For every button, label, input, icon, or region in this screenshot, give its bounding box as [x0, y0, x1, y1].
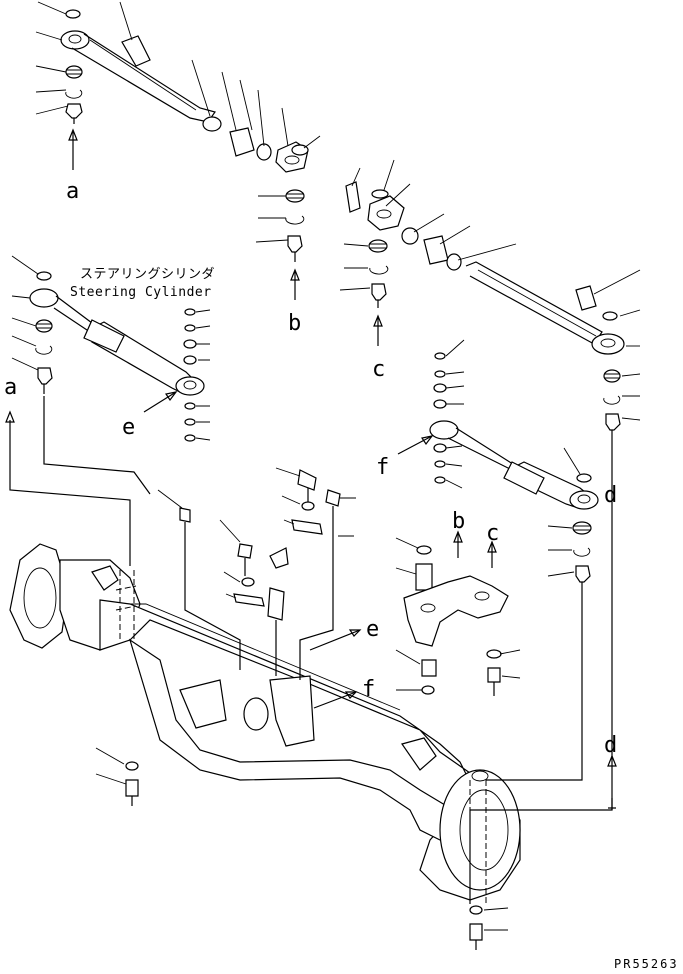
callout-b-center: b	[452, 509, 465, 534]
drawing-code: PR55263	[614, 957, 679, 971]
callout-f-lower: f	[362, 677, 375, 702]
caption-english: Steering Cylinder	[70, 285, 212, 300]
ball-joint-stack-a	[65, 9, 83, 170]
leader-lines-top-left	[35, 1, 289, 147]
ball-joint-stack-b	[255, 135, 321, 300]
pitman-arm	[395, 530, 521, 696]
tie-rod-upper-left	[60, 30, 309, 173]
callout-d-lower: d	[604, 733, 617, 758]
bottom-bolts	[95, 747, 509, 950]
routing-lines	[5, 396, 617, 904]
steering-cylinder-right	[397, 339, 599, 594]
caption-japanese: ステアリングシリンダ	[80, 267, 215, 282]
callout-f-center: f	[376, 455, 389, 480]
front-axle-housing	[9, 543, 521, 904]
callout-b-top: b	[288, 311, 301, 336]
tie-rod-right	[345, 159, 641, 355]
callout-a-top: a	[66, 179, 79, 204]
ball-joint-stack-c	[339, 239, 389, 346]
small-parts-e	[143, 308, 211, 442]
callout-c-top: c	[372, 357, 385, 382]
ball-joint-stack-d	[603, 369, 641, 438]
callout-a-left: a	[4, 375, 17, 400]
center-fittings	[157, 467, 356, 640]
callout-e-center: e	[366, 617, 379, 642]
steering-cylinder-left	[11, 255, 205, 396]
callout-c-center: c	[486, 521, 499, 546]
callout-e-left: e	[122, 415, 135, 440]
callout-d-top: d	[604, 483, 617, 508]
